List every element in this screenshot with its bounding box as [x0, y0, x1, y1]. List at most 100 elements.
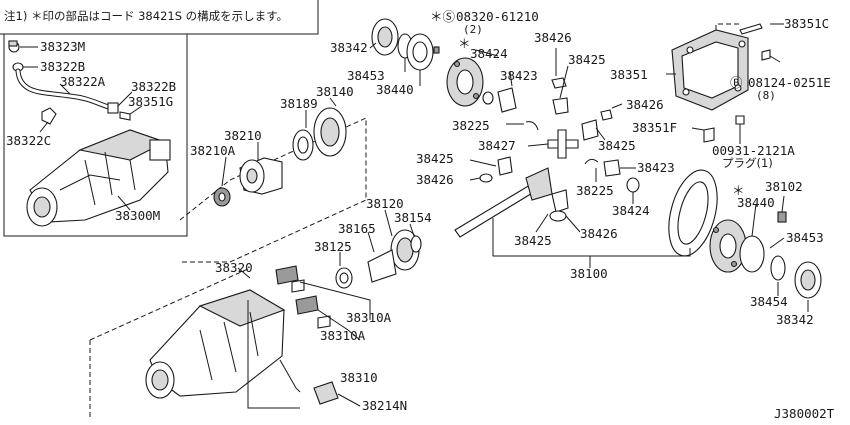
label-08124: 08124-0251E: [748, 75, 831, 90]
differential-case-top: [446, 48, 569, 131]
part-38425-gear-c: [497, 156, 513, 176]
part-38426-washer-c: [479, 173, 493, 183]
left-gear-washer-group: [469, 156, 513, 183]
label-38426-d: 38426: [580, 226, 618, 241]
rear-cover-group: [666, 23, 784, 144]
label-38426-c: 38426: [416, 172, 454, 187]
part-38100-shaft: [454, 184, 535, 238]
label-38322B-2: 38322B: [131, 79, 176, 94]
label-38310: 38310: [340, 370, 378, 385]
label-38120: 38120: [366, 196, 404, 211]
label-08320-qty: (2): [463, 23, 483, 36]
part-38351G: [119, 111, 131, 121]
label-star-2: ＊: [732, 183, 745, 198]
label-38426-a: 38426: [534, 30, 572, 45]
part-38214N-plug: [313, 381, 339, 405]
label-38453-r: 38453: [786, 230, 824, 245]
label-38440-top: 38440: [376, 82, 414, 97]
label-38140: 38140: [316, 84, 354, 99]
label-38322C: 38322C: [6, 133, 51, 148]
label-38427: 38427: [478, 138, 516, 153]
label-38351G: 38351G: [128, 94, 173, 109]
label-38225-a: 38225: [452, 118, 490, 133]
label-38425-d: 38425: [514, 233, 552, 248]
label-38423-a: 38423: [500, 68, 538, 83]
part-38225-clip-a: [525, 121, 539, 131]
part-38300M-assembly: [26, 129, 171, 227]
label-38351: 38351: [610, 67, 648, 82]
label-38100: 38100: [570, 266, 608, 281]
part-38440-bearing-r: [739, 235, 765, 273]
note-box: 注1) ＊印の部品はコード 38421S の構成を示します。: [0, 0, 319, 35]
label-00931: 00931-2121A: [712, 143, 795, 158]
label-38342-r: 38342: [776, 312, 814, 327]
label-38351F: 38351F: [632, 120, 677, 135]
label-38424-a: 38424: [470, 46, 508, 61]
part-38102-bolt: [777, 211, 787, 223]
label-b-mark: Ⓑ: [730, 75, 743, 90]
part-38424-washer-a: [482, 91, 494, 105]
drawing-id: J380002T: [774, 406, 835, 421]
part-38310A-cap-1: [275, 265, 299, 285]
part-38425-gear-d: [551, 189, 569, 213]
label-38320: 38320: [215, 260, 253, 275]
label-38225-b: 38225: [576, 183, 614, 198]
part-38100-pinion-gear: [525, 167, 553, 201]
pinion-shaft-group: [527, 103, 640, 204]
label-38102: 38102: [765, 179, 803, 194]
part-38423-gear-b: [603, 159, 621, 177]
part-38322B-clip: [107, 102, 119, 114]
part-38426-washer-d: [549, 210, 567, 222]
part-38225-clip-b: [584, 158, 599, 165]
part-38323M-tab: [8, 40, 18, 47]
label-38454: 38454: [750, 294, 788, 309]
label-38125: 38125: [314, 239, 352, 254]
label-38424-b: 38424: [612, 203, 650, 218]
label-38300M: 38300M: [115, 208, 160, 223]
inset-assembly-box: 38323M 38322B 38322A 38322B 38351G 38322…: [3, 34, 188, 237]
carrier-group: [89, 265, 371, 420]
label-38310A-2: 38310A: [320, 328, 366, 343]
label-08320: 08320-61210: [456, 9, 539, 24]
label-38351C: 38351C: [784, 16, 829, 31]
label-38342-top: 38342: [330, 40, 368, 55]
drive-pinion-group: [454, 167, 718, 268]
label-38426-b: 38426: [626, 97, 664, 112]
label-38165: 38165: [338, 221, 376, 236]
part-38351F-stud: [703, 127, 715, 143]
part-38426-washer-b: [581, 119, 599, 141]
part-00931-plug: [735, 115, 745, 125]
label-38440-r: 38440: [737, 195, 775, 210]
label-star-1: ＊: [458, 36, 471, 51]
bearing-group-top: 38342 38453 38440: [330, 18, 440, 97]
part-38426-washer-a: [551, 77, 567, 89]
part-38310-bolt: [317, 315, 331, 329]
label-38322B: 38322B: [40, 59, 85, 74]
label-08124-qty: (8): [756, 89, 776, 102]
note-text: 注1) ＊印の部品はコード 38421S の構成を示します。: [4, 9, 288, 23]
label-38214N: 38214N: [362, 398, 407, 413]
part-38310A-cap-2: [295, 295, 319, 315]
part-38426-washer-b2: [600, 109, 613, 121]
label-38425-b: 38425: [598, 138, 636, 153]
label-38322A: 38322A: [60, 74, 106, 89]
label-38154: 38154: [394, 210, 432, 225]
label-38210A: 38210A: [190, 143, 236, 158]
label-plug: プラグ(1): [722, 156, 773, 170]
label-s-mark: ＊Ⓢ: [430, 9, 456, 24]
label-38310A-1: 38310A: [346, 310, 392, 325]
label-38423-b: 38423: [637, 160, 675, 175]
part-38154-ring: [410, 235, 422, 253]
right-case-bearing-group: ＊: [709, 183, 822, 312]
part-08124-bolt: [761, 49, 771, 61]
label-38210: 38210: [224, 128, 262, 143]
label-38189: 38189: [280, 96, 318, 111]
part-38423-gear-a: [497, 87, 517, 113]
label-38425-a: 38425: [568, 52, 606, 67]
part-08320-bolt: [433, 46, 440, 54]
part-38351C-bolt: [739, 23, 763, 35]
part-38165-spacer: [367, 249, 397, 283]
part-38322C: [41, 107, 57, 125]
